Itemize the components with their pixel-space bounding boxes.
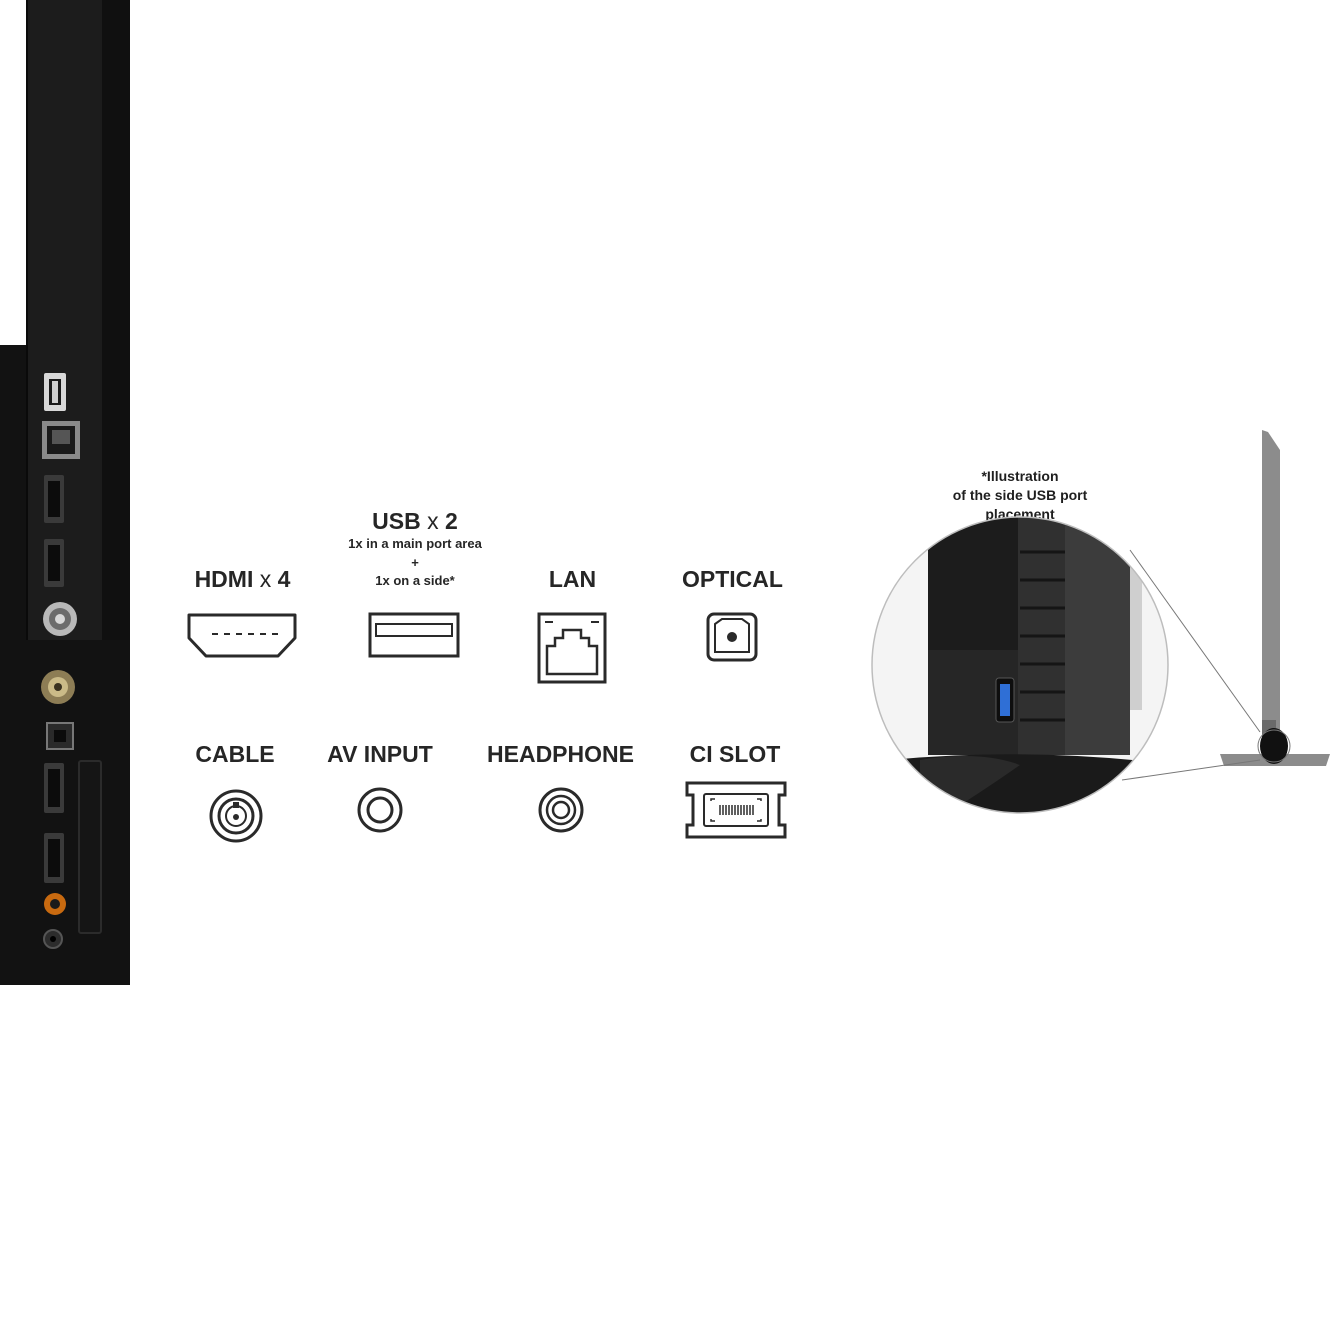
cable-icon bbox=[209, 789, 263, 843]
panel-lan-port bbox=[42, 421, 80, 459]
zoom-detail bbox=[872, 517, 1168, 813]
panel-av-port bbox=[44, 893, 66, 915]
side-usb-note-line-1: *Illustration bbox=[981, 468, 1059, 484]
ci-slot-icon bbox=[685, 781, 787, 839]
side-usb-note-line-2: of the side USB port bbox=[952, 487, 1088, 503]
panel-optical-port bbox=[46, 722, 74, 750]
panel-headphone-port bbox=[43, 929, 63, 949]
ci-slot-label: CI SLOT bbox=[689, 741, 781, 767]
optical-icon bbox=[706, 612, 758, 662]
port-panel-strip bbox=[26, 0, 105, 640]
av-input-icon bbox=[357, 787, 403, 833]
lan-icon bbox=[537, 612, 607, 684]
panel-antenna-port bbox=[43, 602, 77, 636]
hdmi-label: HDMI x 4 bbox=[194, 566, 291, 592]
side-usb-illustration bbox=[871, 430, 1330, 814]
usb-icon bbox=[368, 612, 460, 658]
ci-slot-opening bbox=[78, 760, 102, 934]
lan-label: LAN bbox=[548, 566, 597, 592]
usb-note-line-1: 1x in a main port area bbox=[348, 536, 482, 551]
panel-satellite-port bbox=[41, 670, 75, 704]
usb-note-line-2: + bbox=[411, 555, 419, 570]
hdmi-icon bbox=[187, 613, 297, 658]
tv-side-profile bbox=[1220, 430, 1330, 766]
panel-hdmi-port-4 bbox=[44, 833, 64, 883]
av-input-label: AV INPUT bbox=[327, 741, 433, 767]
panel-hdmi-port-1 bbox=[44, 475, 64, 523]
panel-usb-port bbox=[44, 373, 66, 411]
usb-note-line-3: 1x on a side* bbox=[375, 573, 455, 588]
headphone-label: HEADPHONE bbox=[487, 741, 634, 767]
optical-label: OPTICAL bbox=[682, 566, 783, 592]
headphone-icon bbox=[538, 787, 584, 833]
panel-ports-svg bbox=[41, 373, 80, 949]
usb-label: USB x 2 bbox=[372, 508, 458, 534]
cable-label: CABLE bbox=[195, 741, 275, 767]
panel-hdmi-port-3 bbox=[44, 763, 64, 813]
side-usb-port bbox=[995, 677, 1015, 723]
port-panel-rail bbox=[102, 0, 130, 640]
panel-hdmi-port-2 bbox=[44, 539, 64, 587]
